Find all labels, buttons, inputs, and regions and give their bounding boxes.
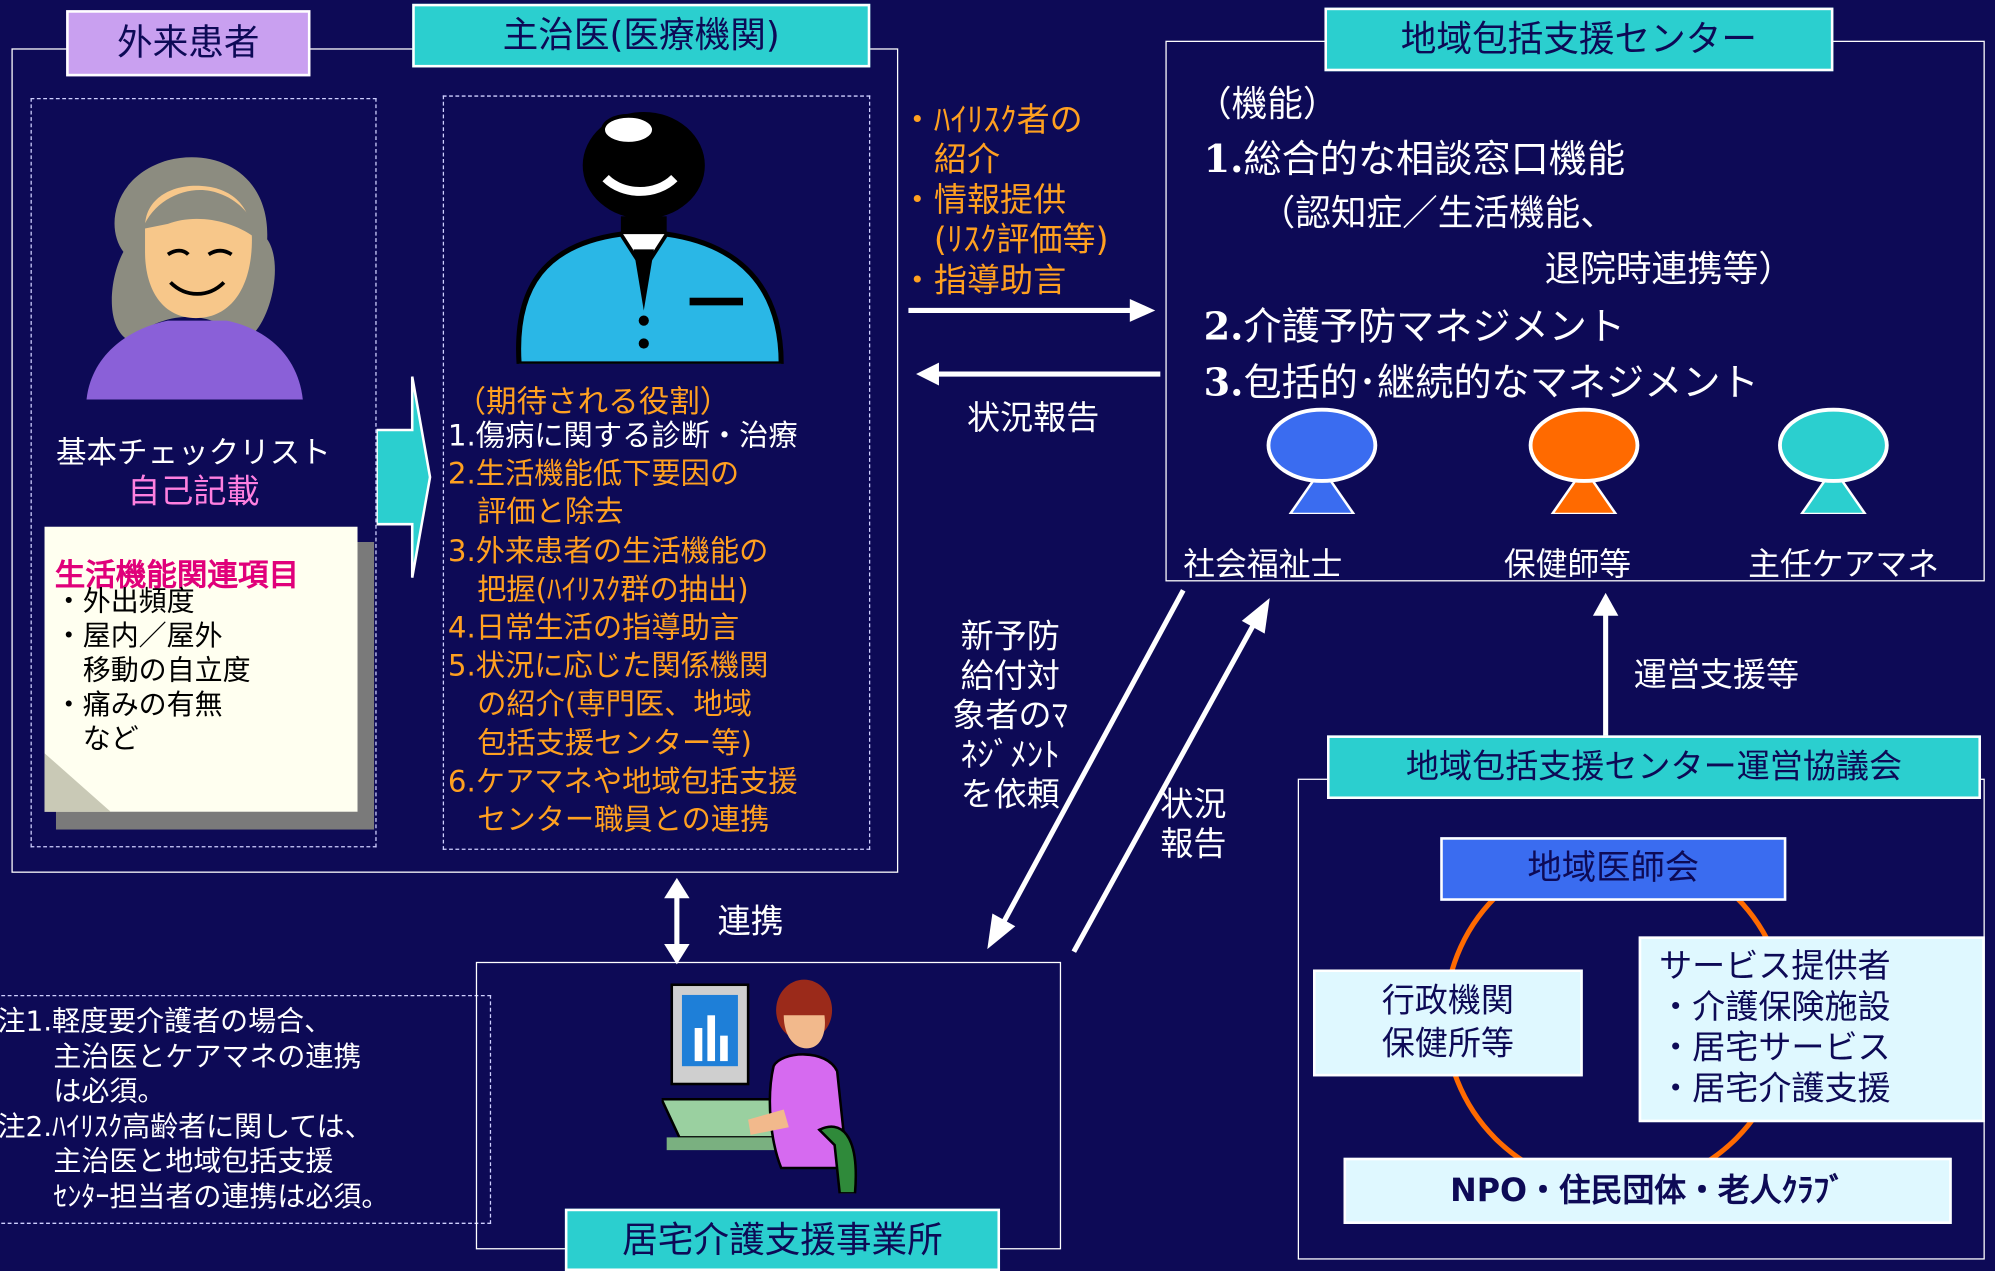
public-health-nurse-person-icon (1528, 407, 1640, 515)
role-item: 3.外来患者の生活機能の (447, 535, 769, 569)
role-item: 評価と除去 (447, 496, 624, 530)
function-3-text: 包括的･継続的なマネジメント (1243, 361, 1759, 406)
note-line: 主治医とケアマネの連携 (0, 1041, 362, 1074)
request-line: ﾈｼﾞﾒﾝﾄ (960, 736, 1060, 775)
role-item: 4.日常生活の指導助言 (447, 611, 740, 646)
staff-public-health-nurse: 保健師等 (1503, 545, 1632, 583)
status-report-label: 状況報告 (966, 399, 1100, 438)
note-item: ・痛みの有無 (54, 689, 223, 722)
admin-line: 保健所等 (1381, 1025, 1515, 1064)
referral-item: ・ﾊｲﾘｽｸ者の (900, 101, 1083, 140)
role-item: 2.生活機能低下要因の (447, 458, 740, 492)
function-title: （機能） (1195, 82, 1339, 125)
note-items: ・外出頻度・屋内／屋外 移動の自立度・痛みの有無 など (55, 585, 251, 757)
operation-support-label: 運営支援等 (1633, 656, 1800, 695)
patient-to-doctor-arrow (376, 376, 432, 578)
roles-title: （期待される役割） (455, 384, 731, 420)
function-1-sub2: 退院時連携等） (1544, 248, 1794, 291)
role-item: 把握(ﾊｲﾘｽｸ群の抽出) (447, 573, 749, 607)
request-text: 新予防給付対象者のﾏﾈｼﾞﾒﾝﾄを依頼 (947, 618, 1074, 815)
function-3: 3.包括的･継続的なマネジメント (1204, 351, 1759, 407)
social-worker-person-icon (1266, 407, 1378, 515)
admin-agencies-box: 行政機関保健所等 (1313, 969, 1583, 1077)
doctor-illustration (516, 111, 784, 364)
role-item: 包括支援センター等) (447, 727, 752, 761)
function-2-number: 2. (1203, 305, 1244, 350)
referral-list: ・ﾊｲﾘｽｸ者の 紹介・情報提供 (ﾘｽｸ評価等)・指導助言 (901, 102, 1109, 302)
note-line: ｾﾝﾀｰ担当者の連携は必須。 (0, 1181, 390, 1214)
service-providers-box: サービス提供者・介護保険施設・居宅サービス・居宅介護支援 (1638, 936, 1985, 1123)
note-item: ・屋内／屋外 (54, 620, 223, 653)
provider-line: ・居宅サービス (1659, 1029, 1891, 1068)
function-2: 2.介護予防マネジメント (1204, 295, 1626, 351)
admin-line: 行政機関 (1381, 982, 1515, 1021)
note-item: ・外出頻度 (54, 586, 195, 619)
role-item: 1.傷病に関する診断・治療 (447, 419, 798, 453)
referral-item: ・指導助言 (900, 261, 1067, 300)
notes-panel (0, 994, 492, 1224)
chief-care-manager-person-icon (1778, 407, 1889, 515)
request-line: 給付対 (960, 657, 1060, 696)
doctor-panel (442, 95, 871, 850)
staff-chief-care-manager: 主任ケアマネ (1748, 545, 1940, 583)
function-1-number: 1. (1203, 137, 1244, 182)
doctor-label: 主治医(医療機関) (412, 3, 871, 68)
elderly-woman-illustration (86, 157, 303, 400)
notes-text: 注1.軽度要介護者の場合、 主治医とケアマネの連携 は必須。注2.ﾊｲﾘｽｸ高齢… (0, 1005, 389, 1215)
function-1: 1.総合的な相談窓口機能 (1204, 127, 1626, 183)
note-item: など (54, 723, 139, 756)
note-line: 主治医と地域包括支援 (0, 1146, 334, 1179)
provider-line: ・居宅介護支援 (1659, 1070, 1891, 1109)
note-fold (44, 753, 111, 812)
note-line: 注2.ﾊｲﾘｽｸ高齢者に関しては、 (0, 1111, 373, 1144)
center-label: 地域包括支援センター (1324, 7, 1834, 72)
care-manager-at-computer-illustration (661, 979, 858, 1194)
role-item: 6.ケアマネや地域包括支援 (447, 765, 798, 799)
patient-label: 外来患者 (66, 10, 311, 77)
council-label: 地域包括支援センター運営協議会 (1327, 735, 1981, 800)
npo-box: NPO・住民団体・老人ｸﾗﾌﾞ (1343, 1157, 1952, 1224)
note-line: 注1.軽度要介護者の場合、 (0, 1006, 333, 1039)
note-item: 移動の自立度 (54, 655, 251, 688)
staff-social-worker: 社会福祉士 (1183, 545, 1343, 583)
medical-association-box: 地域医師会 (1440, 837, 1787, 901)
function-1-sub1: （認知症／生活機能、 (1259, 192, 1616, 235)
role-item: 5.状況に応じた関係機関 (447, 650, 769, 684)
referral-item: (ﾘｽｸ評価等) (900, 221, 1109, 260)
center-care-office-arrows (987, 589, 1270, 953)
doctor-to-center-arrow (908, 298, 1156, 322)
cooperation-label: 連携 (717, 903, 784, 942)
function-2-text: 介護予防マネジメント (1243, 305, 1626, 350)
cooperation-arrow (664, 877, 690, 965)
referral-item: 紹介 (900, 141, 1001, 180)
request-line: 象者のﾏ (952, 697, 1069, 736)
center-to-doctor-arrow (916, 362, 1161, 386)
function-3-number: 3. (1203, 361, 1244, 406)
role-item: の紹介(専門医、地域 (447, 688, 752, 722)
roles-list: 1.傷病に関する診断・治療 2.生活機能低下要因の 評価と除去 3.外来患者の生活機… (448, 417, 798, 840)
status-report-line: 報告 (1160, 825, 1227, 864)
checklist-title: 基本チェックリスト (55, 435, 331, 471)
request-line: 新予防 (960, 618, 1060, 657)
checklist-note: 生活機能関連項目 ・外出頻度・屋内／屋外 移動の自立度・痛みの有無 など (44, 526, 358, 812)
provider-line: ・介護保険施設 (1659, 988, 1891, 1027)
request-line: を依頼 (960, 776, 1060, 815)
status-report-text: 状況報告 (1160, 786, 1226, 865)
provider-line: サービス提供者 (1659, 947, 1891, 987)
function-1-text: 総合的な相談窓口機能 (1243, 137, 1626, 182)
care-office-label: 居宅介護支援事業所 (564, 1208, 1001, 1271)
operation-support-arrow (1592, 592, 1619, 741)
self-entry-text: 自己記載 (127, 473, 260, 512)
referral-item: ・情報提供 (900, 181, 1067, 220)
status-report-line: 状況 (1160, 786, 1227, 825)
note-title: 生活機能関連項目 (54, 557, 299, 593)
note-line: は必須。 (0, 1076, 166, 1109)
role-item: センター職員との連携 (447, 804, 770, 838)
